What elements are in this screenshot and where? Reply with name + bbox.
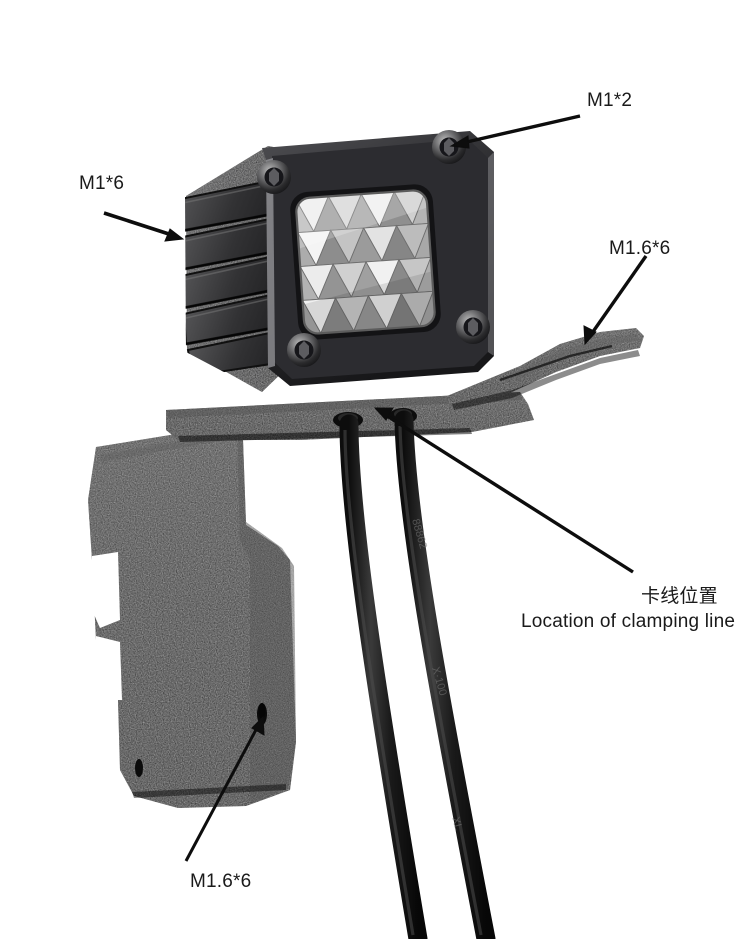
screw-top-right (432, 130, 466, 164)
bezel-screws (257, 130, 490, 367)
label-m16x6-lower: M1.6*6 (190, 871, 252, 892)
leader-m1x2 (449, 114, 581, 149)
screw-bottom-left (287, 333, 321, 367)
leader-lines (103, 114, 648, 862)
power-wires: 88862 X·100 XL (339, 410, 496, 939)
label-m1x6: M1*6 (79, 173, 125, 194)
leader-m1x6 (103, 211, 185, 242)
leader-m16x6-upper (583, 255, 648, 346)
screw-top-left (257, 160, 291, 194)
right-bracket-arm (447, 328, 644, 410)
lower-bracket-plate (88, 424, 296, 808)
label-clamping-line-english: Location of clamping line (521, 611, 736, 632)
screw-bottom-right (456, 310, 490, 344)
label-clamping-line-chinese: 卡线位置 (641, 585, 718, 607)
svg-text:XL: XL (449, 816, 464, 832)
label-m1x2: M1*2 (587, 90, 633, 111)
leader-clamping-line (373, 407, 634, 574)
label-m16x6-upper: M1.6*6 (609, 238, 671, 259)
led-lens (295, 189, 436, 335)
leader-m16x6-lower (184, 715, 265, 862)
lens-facets (295, 189, 436, 335)
